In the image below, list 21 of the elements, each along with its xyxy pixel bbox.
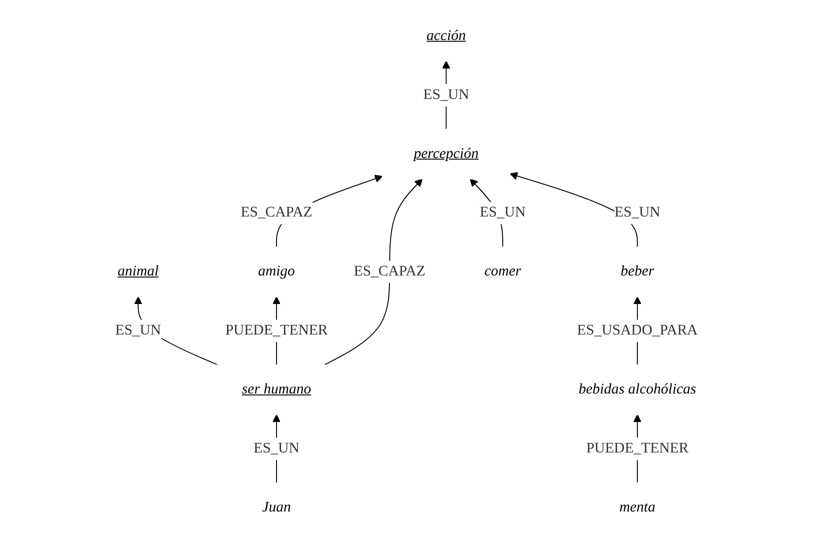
- edge-label: ES_CAPAZ: [354, 264, 426, 280]
- edge-label: PUEDE_TENER: [225, 322, 328, 338]
- edge-label: ES_UN: [115, 322, 162, 338]
- edge-label: ES_UN: [423, 86, 470, 103]
- node-text: beber: [620, 264, 654, 280]
- edge-label: ES_UN: [480, 204, 526, 220]
- node-text: comer: [484, 264, 522, 280]
- edge-label: ES_UN: [614, 204, 660, 220]
- edge-label: ES_CAPAZ: [240, 204, 312, 220]
- node-text: animal: [118, 264, 159, 280]
- node-text: percepción: [414, 146, 479, 162]
- node-text: amigo: [258, 264, 296, 280]
- node-text: ser humano: [242, 382, 312, 398]
- edge-label: ES_USADO_PARA: [577, 322, 698, 338]
- node-text: menta: [619, 499, 656, 516]
- edge-label: ES_UN: [254, 440, 300, 456]
- edge-label: PUEDE_TENER: [586, 440, 689, 456]
- node-text: bebidas alcohólicas: [578, 382, 696, 398]
- node-text: acción: [426, 28, 466, 44]
- node-text: Juan: [262, 499, 291, 516]
- arrow: [324, 178, 423, 366]
